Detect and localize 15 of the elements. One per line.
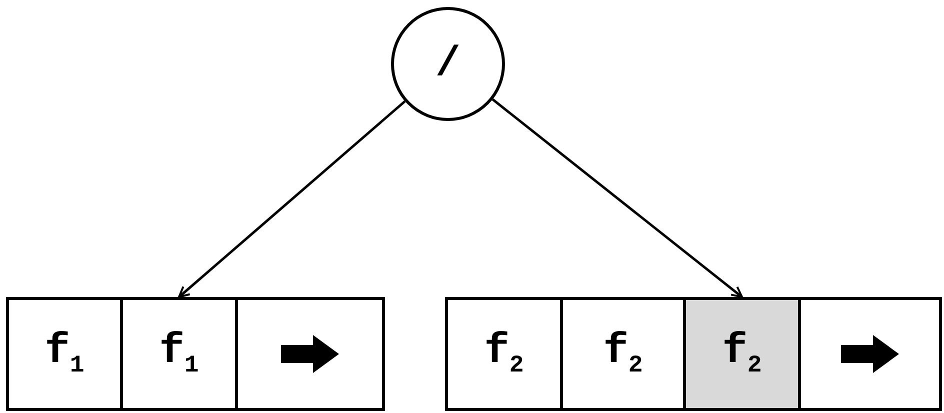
arrow	[178, 100, 406, 298]
cell-label: f$_{1}$	[44, 330, 84, 378]
array-cell	[798, 297, 942, 411]
array-cell	[235, 297, 385, 411]
array-cell	[6, 297, 123, 411]
array-cell	[560, 297, 686, 411]
cell-label: f$_{2}$	[722, 330, 762, 378]
cell-label: f$_{1}$	[159, 330, 199, 378]
array-cell	[445, 297, 563, 411]
cell-label: f$_{2}$	[484, 330, 524, 378]
arrow	[492, 98, 743, 298]
array-cell	[683, 297, 801, 411]
cell-label: f$_{2}$	[603, 330, 643, 378]
operator-symbol: /	[435, 43, 461, 85]
array-cell	[120, 297, 238, 411]
